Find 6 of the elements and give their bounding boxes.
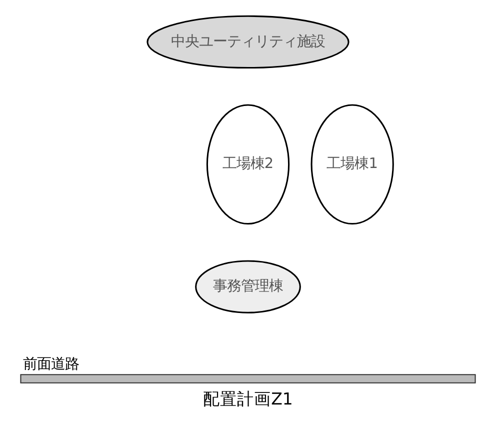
- node-ellipse: 事務管理棟: [195, 260, 301, 314]
- caption: 配置計画Z1: [203, 389, 293, 408]
- node-label: 前面道路: [22, 356, 79, 373]
- node-ellipse: 工場棟1: [310, 104, 394, 225]
- node-ellipse: 工場棟2: [206, 104, 290, 225]
- node-ellipse: 中央ユーティリティ施設: [146, 15, 350, 69]
